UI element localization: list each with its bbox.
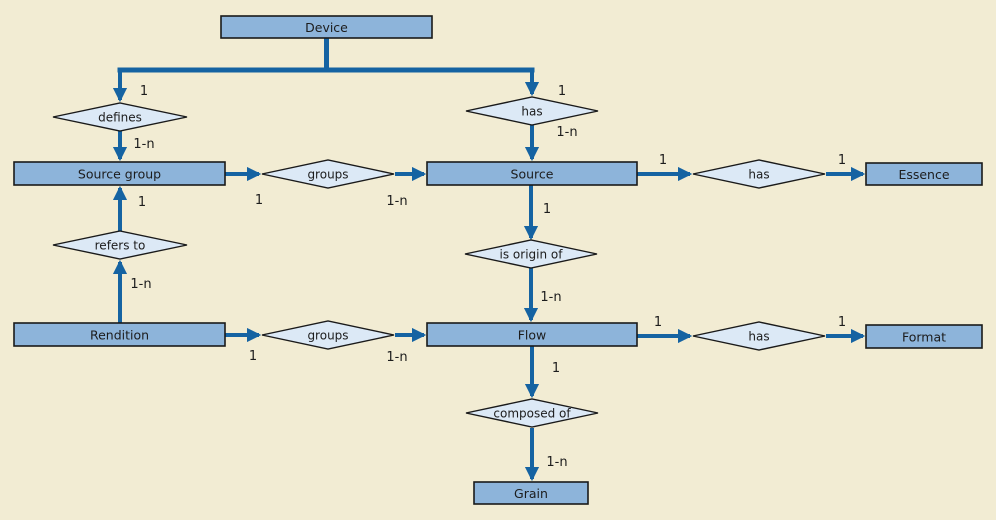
- relationship-is-origin-of-shape: [464, 239, 598, 269]
- relationship-composed-of-label: composed of: [493, 407, 571, 421]
- cardinality-groups-source: 1-n: [386, 194, 407, 209]
- entity-source-box: [426, 161, 638, 186]
- relationship-refers-to-shape: [52, 230, 188, 260]
- cardinality-device-defines: 1: [140, 84, 148, 99]
- cardinality-has-format: 1: [838, 315, 846, 330]
- relationship-groups-sources-shape: [261, 159, 395, 189]
- entity-flow-box: [426, 322, 638, 347]
- entity-format-label: Format: [902, 330, 946, 345]
- relationship-has-essence: has: [692, 159, 826, 189]
- entity-format-box: [865, 324, 983, 349]
- entity-source-group-label: Source group: [78, 167, 161, 182]
- relationship-refers-to-label: refers to: [95, 239, 146, 253]
- entity-source-group-box: [13, 161, 226, 186]
- cardinality-flow-has: 1: [654, 315, 662, 330]
- relationship-is-origin-of: is origin of: [464, 239, 598, 269]
- entity-grain-label: Grain: [514, 486, 548, 501]
- relationship-groups-flows-label: groups: [307, 329, 348, 343]
- connectors: [112, 38, 866, 482]
- cardinality-device-has: 1: [558, 84, 566, 99]
- relationship-defines-label: defines: [98, 111, 142, 125]
- relationship-groups-sources: groups: [261, 159, 395, 189]
- relationship-composed-of: composed of: [465, 398, 599, 428]
- relationship-composed-of-shape: [465, 398, 599, 428]
- entity-grain-box: [473, 481, 589, 505]
- relationship-has-format-label: has: [748, 330, 769, 344]
- entity-flow: Flow: [426, 322, 638, 347]
- relationship-has-source: has: [465, 96, 599, 126]
- relationship-has-source-label: has: [521, 105, 542, 119]
- cardinality-source-is-origin: 1: [543, 202, 551, 217]
- entity-rendition-box: [13, 322, 226, 347]
- relationship-has-essence-label: has: [748, 168, 769, 182]
- cardinality-has-source: 1-n: [556, 125, 577, 140]
- entity-flow-label: Flow: [518, 328, 547, 343]
- relationship-groups-flows-shape: [261, 320, 395, 350]
- cardinality-refers-to-source-group: 1: [138, 195, 146, 210]
- entity-device-label: Device: [305, 20, 348, 35]
- relationship-defines-shape: [52, 102, 188, 132]
- cardinality-rendition-refers-to: 1-n: [130, 277, 151, 292]
- entity-source-group: Source group: [13, 161, 226, 186]
- entity-rendition-label: Rendition: [90, 328, 149, 343]
- cardinality-groups-flow: 1-n: [386, 350, 407, 365]
- relationship-groups-flows: groups: [261, 320, 395, 350]
- cardinality-rendition-groups: 1: [249, 349, 257, 364]
- cardinality-labels: 1 1-n 1 1-n 1 1-n 1 1 1 1-n 1 1-n 1 1-n …: [130, 84, 846, 470]
- entity-rendition: Rendition: [13, 322, 226, 347]
- entity-grain: Grain: [473, 481, 589, 505]
- entity-essence-label: Essence: [898, 167, 949, 182]
- cardinality-composed-of-grain: 1-n: [546, 455, 567, 470]
- entity-source: Source: [426, 161, 638, 186]
- cardinality-is-origin-flow: 1-n: [540, 290, 561, 305]
- cardinality-source-group-groups: 1: [255, 193, 263, 208]
- relationship-refers-to: refers to: [52, 230, 188, 260]
- relationship-defines: defines: [52, 102, 188, 132]
- entity-device-box: [220, 15, 433, 39]
- relationship-is-origin-of-label: is origin of: [500, 248, 564, 262]
- relationship-has-format: has: [692, 321, 826, 351]
- cardinality-source-has: 1: [659, 153, 667, 168]
- relationship-has-format-shape: [692, 321, 826, 351]
- entity-essence: Essence: [865, 162, 983, 186]
- relationship-has-source-shape: [465, 96, 599, 126]
- entity-format: Format: [865, 324, 983, 349]
- relationship-has-essence-shape: [692, 159, 826, 189]
- relationship-groups-sources-label: groups: [307, 168, 348, 182]
- entity-source-label: Source: [511, 167, 554, 182]
- entity-essence-box: [865, 162, 983, 186]
- cardinality-has-essence: 1: [838, 153, 846, 168]
- cardinality-flow-composed-of: 1: [552, 361, 560, 376]
- cardinality-defines-source-group: 1-n: [133, 137, 154, 152]
- entity-device: Device: [220, 15, 433, 39]
